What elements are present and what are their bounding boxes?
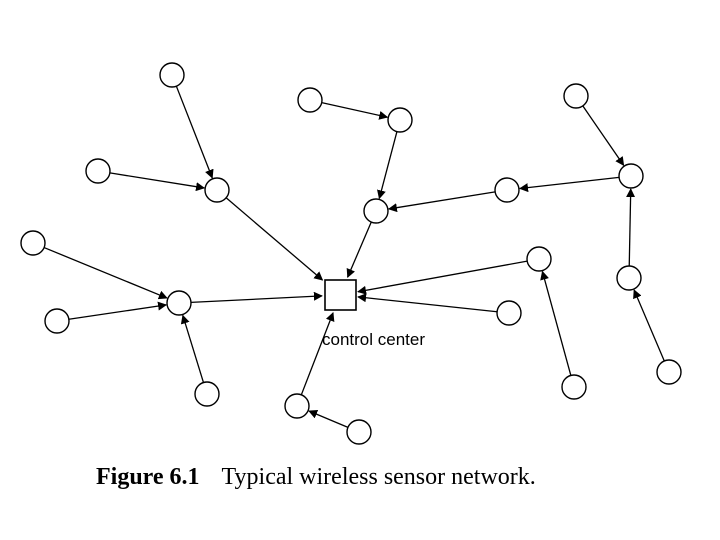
edge-layer <box>43 85 665 428</box>
sensor-node <box>44 308 70 334</box>
link-arrow <box>346 221 372 278</box>
link-arrow <box>582 105 625 167</box>
link-arrow <box>109 172 206 192</box>
figure-caption: Figure 6.1 Typical wireless sensor networ… <box>96 464 536 491</box>
link-arrow <box>225 197 324 281</box>
sensor-node <box>387 107 413 133</box>
caption-text: Typical wireless sensor network. <box>221 464 536 490</box>
link-arrow <box>68 301 168 320</box>
sensor-node <box>618 163 644 189</box>
sensor-node <box>297 87 323 113</box>
sensor-node <box>194 381 220 407</box>
link-arrow <box>633 289 665 362</box>
link-arrow <box>357 260 528 295</box>
sensor-node <box>494 177 520 203</box>
sensor-node <box>656 359 682 385</box>
sensor-node <box>20 230 46 256</box>
link-arrow <box>519 176 620 193</box>
sensor-node <box>166 290 192 316</box>
link-arrow <box>43 246 168 300</box>
link-arrow <box>357 293 498 313</box>
sensor-node <box>204 177 230 203</box>
link-arrow <box>175 85 214 179</box>
link-arrow <box>180 314 205 383</box>
link-arrow <box>540 270 572 376</box>
node-layer <box>20 62 682 445</box>
sensor-node <box>496 300 522 326</box>
sensor-node <box>346 419 372 445</box>
sensor-node <box>363 198 389 224</box>
link-arrow <box>387 191 496 213</box>
link-arrow <box>377 131 398 200</box>
sensor-node <box>284 393 310 419</box>
sensor-network-diagram: control center <box>20 62 682 445</box>
sensor-node <box>85 158 111 184</box>
link-arrow <box>321 101 389 120</box>
control-center-box <box>324 279 357 311</box>
sensor-node <box>561 374 587 400</box>
sensor-node <box>563 83 589 109</box>
sensor-node <box>159 62 185 88</box>
control-center-label: control center <box>322 330 425 349</box>
link-arrow <box>300 312 335 396</box>
sensor-node <box>526 246 552 272</box>
link-arrow <box>308 410 349 428</box>
link-arrow <box>190 291 323 304</box>
link-arrow <box>626 188 636 267</box>
figure-number: Figure 6.1 <box>96 464 200 490</box>
sensor-node <box>616 265 642 291</box>
